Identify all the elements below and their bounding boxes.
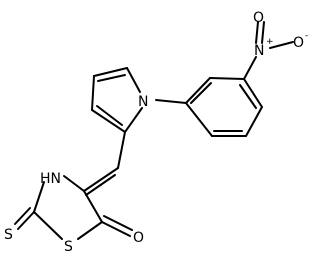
- pyrrole-bond: [91, 75, 95, 111]
- pyrrole-methine-bond: [117, 131, 126, 169]
- pyrrole-nitrogen-label: N: [138, 94, 148, 110]
- nitro-oxygen-right-label: O: [293, 35, 304, 51]
- pyrrole-bond: [97, 74, 126, 82]
- nitro-c-n-bond: [243, 56, 257, 80]
- thiazolidine-bond: [63, 175, 85, 192]
- nitro-n-o-double-bond: [255, 21, 259, 44]
- benzene-bond: [185, 102, 213, 137]
- pyrrole-bond: [124, 107, 143, 133]
- thiazolidine-bond: [33, 211, 63, 240]
- nitro-n-o-double-bond: [261, 21, 265, 44]
- pyrrole-bond: [96, 105, 123, 126]
- thiazolidine-bond: [83, 190, 103, 223]
- thiazolidine-nh-label: HN: [40, 171, 61, 187]
- exocyclic-double-bond: [83, 167, 119, 192]
- thione-double-bond: [14, 207, 31, 225]
- thione-sulfur-label: S: [4, 227, 13, 243]
- thiazolidine-bond: [77, 221, 103, 240]
- nitro-nitrogen-charge: +: [266, 37, 274, 47]
- carbonyl-oxygen-label: O: [133, 230, 144, 246]
- nitro-oxygen-charge: -: [305, 31, 308, 41]
- bonds: [14, 21, 294, 240]
- benzene-bond: [245, 106, 263, 137]
- benzene-bond: [239, 84, 257, 109]
- benzene-bond: [243, 78, 263, 108]
- benzene-bond: [190, 82, 212, 104]
- benzene-bond: [209, 77, 245, 80]
- ring-sulfur-label: S: [64, 239, 73, 255]
- nitro-n-o-single-bond: [269, 41, 294, 49]
- atom-labels: O N + O - N HN S S O: [4, 10, 308, 255]
- pyrrole-bond: [91, 109, 126, 133]
- thione-double-bond: [17, 211, 35, 230]
- thiazolidine-bond: [33, 181, 45, 213]
- nitro-nitrogen-label: N: [254, 43, 264, 59]
- aryl-pyrrole-bond: [155, 99, 187, 104]
- benzene-bond: [185, 77, 211, 104]
- nitro-oxygen-top-label: O: [253, 10, 264, 26]
- exocyclic-double-bond: [85, 174, 116, 196]
- pyrrole-bond: [93, 67, 128, 77]
- pyrrole-bond: [126, 67, 141, 93]
- carbonyl-double-bond: [101, 221, 131, 237]
- carbonyl-double-bond: [103, 215, 133, 231]
